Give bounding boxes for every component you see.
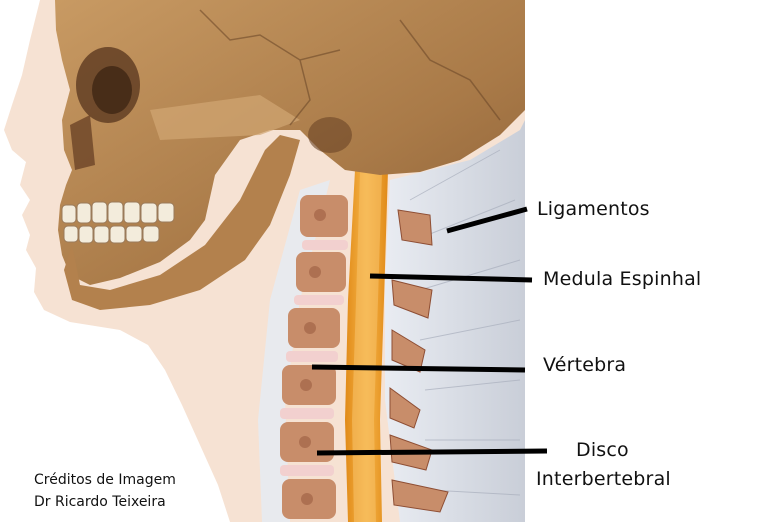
label-vertebra: Vértebra [543, 354, 627, 376]
anterior-tissue [258, 180, 330, 522]
vertebral-column [280, 195, 348, 519]
label-ligamentos: Ligamentos [537, 198, 650, 220]
image-credit-title: Créditos de Imagem [34, 472, 176, 488]
image-credit-author: Dr Ricardo Teixeira [34, 494, 166, 510]
label-disco: Disco [576, 439, 629, 461]
label-medula-espinhal: Medula Espinhal [543, 268, 702, 290]
leader-line-ligamentos [446, 206, 528, 234]
leader-line-medula [369, 273, 533, 283]
label-interbertebral: Interbertebral [536, 468, 671, 490]
leader-line-disco [316, 448, 548, 456]
leader-line-vertebra [311, 364, 526, 373]
teeth [61, 201, 175, 244]
mandible [64, 135, 300, 310]
